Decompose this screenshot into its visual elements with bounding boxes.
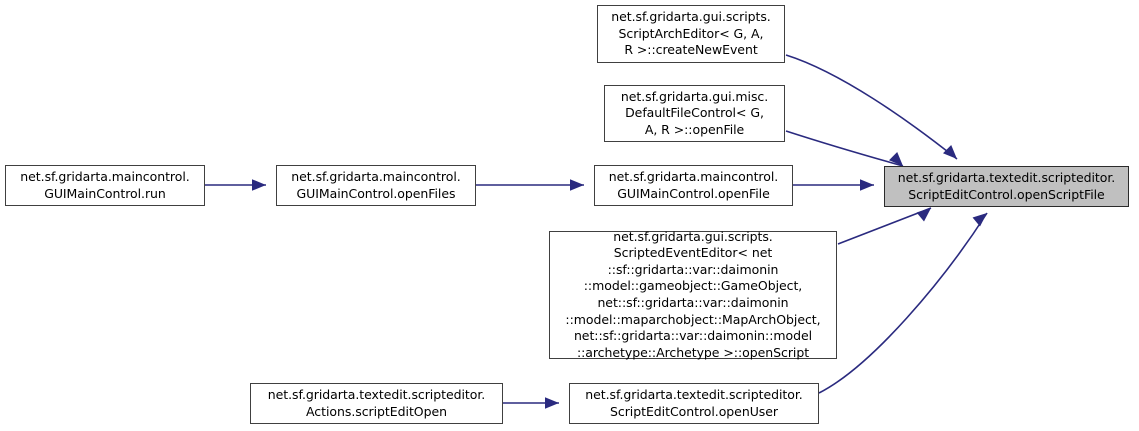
graph-node-label: net.sf.gridarta.maincontrol. GUIMainCont… <box>608 168 779 201</box>
graph-node-label: net.sf.gridarta.textedit.scripteditor. S… <box>585 386 803 419</box>
graph-node-label: net.sf.gridarta.maincontrol. GUIMainCont… <box>291 168 461 201</box>
graph-edge-openFile-to-openScriptFile <box>793 179 874 191</box>
graph-edge-openFiles-to-openFile <box>476 179 584 191</box>
graph-node-label: net.sf.gridarta.gui.scripts. ScriptedEve… <box>565 228 821 360</box>
graph-node-label: net.sf.gridarta.textedit.scripteditor. A… <box>267 386 486 419</box>
graph-node-label: net.sf.gridarta.gui.scripts. ScriptArchE… <box>611 9 771 58</box>
graph-node-openScriptFile[interactable]: net.sf.gridarta.textedit.scripteditor. S… <box>884 166 1129 207</box>
graph-node-openFile[interactable]: net.sf.gridarta.maincontrol. GUIMainCont… <box>594 165 793 206</box>
graph-node-openFileDefault[interactable]: net.sf.gridarta.gui.misc. DefaultFileCon… <box>604 85 785 142</box>
graph-node-label: net.sf.gridarta.textedit.scripteditor. S… <box>897 169 1116 202</box>
graph-node-label: net.sf.gridarta.gui.misc. DefaultFileCon… <box>620 88 769 137</box>
graph-node-openScript[interactable]: net.sf.gridarta.gui.scripts. ScriptedEve… <box>549 228 837 360</box>
graph-edge-run-to-openFiles <box>205 179 266 191</box>
graph-edge-openUser-to-openScriptFile <box>818 212 988 394</box>
graph-edge-openScript-to-openScriptFile <box>837 207 932 245</box>
graph-edge-createNewEvent-to-openScriptFile <box>785 54 958 160</box>
graph-node-label: net.sf.gridarta.maincontrol. GUIMainCont… <box>20 168 190 201</box>
graph-node-run[interactable]: net.sf.gridarta.maincontrol. GUIMainCont… <box>5 165 205 206</box>
graph-edge-scriptEditOpen-to-openUser <box>503 397 559 409</box>
graph-node-openUser[interactable]: net.sf.gridarta.textedit.scripteditor. S… <box>569 383 819 424</box>
graph-node-createNewEvent[interactable]: net.sf.gridarta.gui.scripts. ScriptArchE… <box>597 5 785 63</box>
graph-edge-openFileDefault-to-openScriptFile <box>785 130 904 167</box>
graph-node-scriptEditOpen[interactable]: net.sf.gridarta.textedit.scripteditor. A… <box>250 383 503 424</box>
graph-node-openFiles[interactable]: net.sf.gridarta.maincontrol. GUIMainCont… <box>276 165 476 206</box>
